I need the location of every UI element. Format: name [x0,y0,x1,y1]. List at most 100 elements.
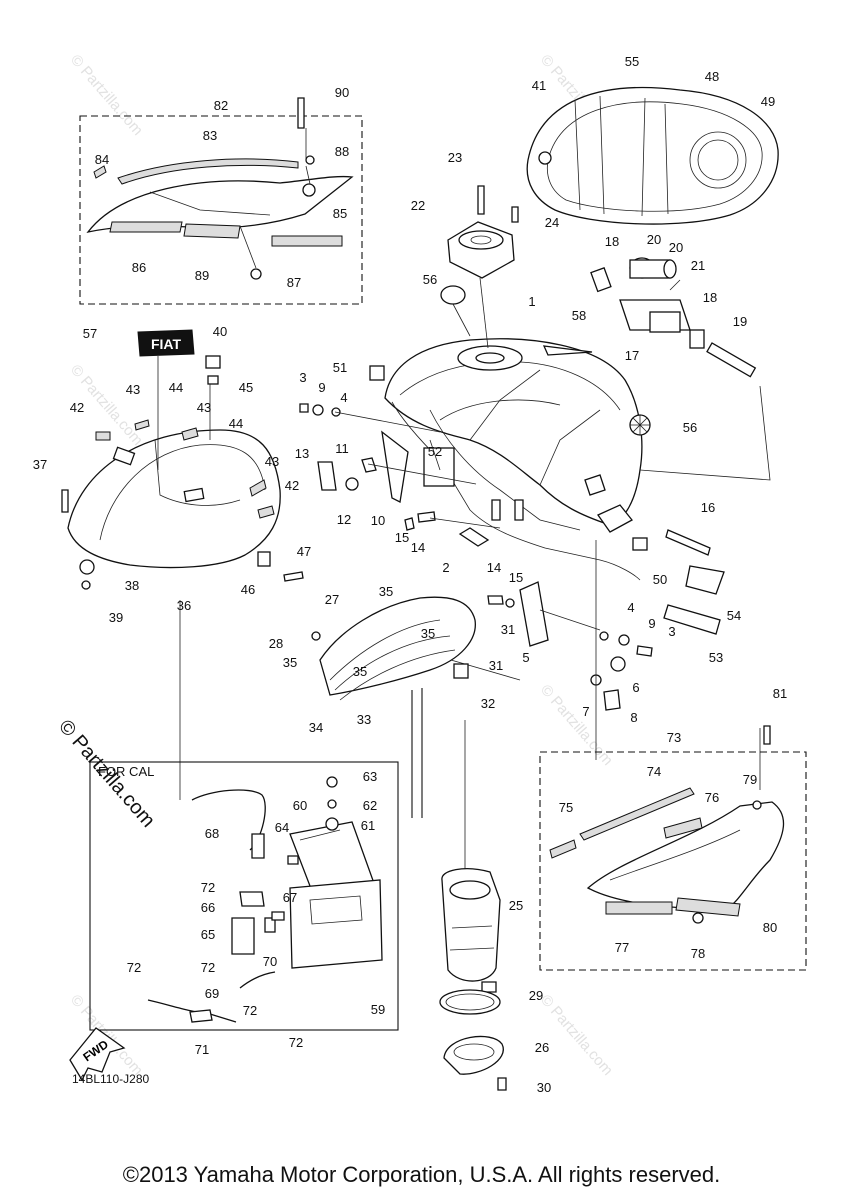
part-label-17: 17 [625,348,639,363]
valve-bracket-assembly [590,257,757,378]
part-label-43c: 43 [265,454,279,469]
part-label-31: 31 [501,622,515,637]
part-label-16: 16 [701,500,715,515]
part-label-6: 6 [632,680,639,695]
part-label-56b: 56 [683,420,697,435]
watermark: © Partzilla.com [537,991,616,1078]
part-label-53: 53 [709,650,723,665]
part-label-3: 3 [299,370,306,385]
part-label-28: 28 [269,636,283,651]
part-label-72c: 72 [127,960,141,975]
part-label-14: 14 [411,540,425,555]
part-label-54: 54 [727,608,741,623]
part-label-59: 59 [371,1002,385,1017]
part-label-79: 79 [743,772,757,787]
california-box [89,761,399,1031]
part-label-52: 52 [428,444,442,459]
part-label-2: 2 [442,560,449,575]
side-cover-detail-box [79,115,363,305]
part-label-51: 51 [333,360,347,375]
mounting-hardware [299,365,725,711]
part-label-4: 4 [340,390,347,405]
part-label-35c: 35 [283,655,297,670]
part-label-20b: 20 [669,240,683,255]
part-label-45: 45 [239,380,253,395]
part-label-44b: 44 [229,416,243,431]
part-label-18: 18 [605,234,619,249]
part-label-30: 30 [537,1080,551,1095]
part-label-36: 36 [177,598,191,613]
part-label-49: 49 [761,94,775,109]
part-label-88: 88 [335,144,349,159]
part-label-19: 19 [733,314,747,329]
part-label-58: 58 [572,308,586,323]
part-label-60: 60 [293,798,307,813]
part-label-64: 64 [275,820,289,835]
part-label-74: 74 [647,764,661,779]
part-label-24: 24 [545,215,559,230]
part-label-80: 80 [763,920,777,935]
part-label-85: 85 [333,206,347,221]
part-label-42b: 42 [285,478,299,493]
part-label-34: 34 [309,720,323,735]
part-label-9: 9 [318,380,325,395]
part-label-75: 75 [559,800,573,815]
fuel-pump-assembly [439,868,507,1091]
part-label-65: 65 [201,927,215,942]
part-label-72d: 72 [243,1003,257,1018]
part-label-72b: 72 [201,960,215,975]
part-label-61: 61 [361,818,375,833]
part-label-48: 48 [705,69,719,84]
part-label-40: 40 [213,324,227,339]
right-cover-detail-box [539,751,807,971]
part-label-37: 37 [33,457,47,472]
part-label-33: 33 [357,712,371,727]
part-label-5: 5 [522,650,529,665]
part-label-82: 82 [214,98,228,113]
part-label-3b: 3 [668,624,675,639]
part-label-29: 29 [529,988,543,1003]
tank-underside-view [526,86,779,225]
evap-system [147,776,383,1023]
part-label-56: 56 [423,272,437,287]
copyright-footer: ©2013 Yamaha Motor Corporation, U.S.A. A… [122,1162,721,1187]
part-label-67: 67 [283,890,297,905]
part-label-8: 8 [630,710,637,725]
fuel-tank [384,338,651,581]
watermark: © Partzilla.com [67,51,146,138]
fwd-arrow: FWD [69,1027,126,1082]
part-label-70: 70 [263,954,277,969]
part-label-77: 77 [615,940,629,955]
front-tank-cover [61,355,304,590]
part-label-43b: 43 [197,400,211,415]
fuel-cap-assembly [447,185,519,349]
diagram-reference-code: 14BL110-J280 [72,1072,150,1086]
part-label-78: 78 [691,946,705,961]
part-label-1: 1 [528,294,535,309]
part-label-83: 83 [203,128,217,143]
california-box-label: FOR CAL [98,764,155,779]
part-label-21: 21 [691,258,705,273]
part-label-50: 50 [653,572,667,587]
part-label-9b: 9 [648,616,655,631]
part-label-42: 42 [70,400,84,415]
side-cover-assembly [86,97,354,280]
part-label-25: 25 [509,898,523,913]
part-label-76: 76 [705,790,719,805]
part-label-11: 11 [335,441,349,456]
decal-text: FIAT [151,336,182,352]
part-label-72a: 72 [201,880,215,895]
part-label-15: 15 [395,530,409,545]
part-label-39: 39 [109,610,123,625]
part-label-55: 55 [625,54,639,69]
part-label-73: 73 [667,730,681,745]
part-label-72e: 72 [289,1035,303,1050]
part-label-35b: 35 [421,626,435,641]
part-label-27: 27 [325,592,339,607]
part-label-87: 87 [287,275,301,290]
part-label-66: 66 [201,900,215,915]
part-label-63: 63 [363,769,377,784]
part-label-47: 47 [297,544,311,559]
part-label-86: 86 [132,260,146,275]
